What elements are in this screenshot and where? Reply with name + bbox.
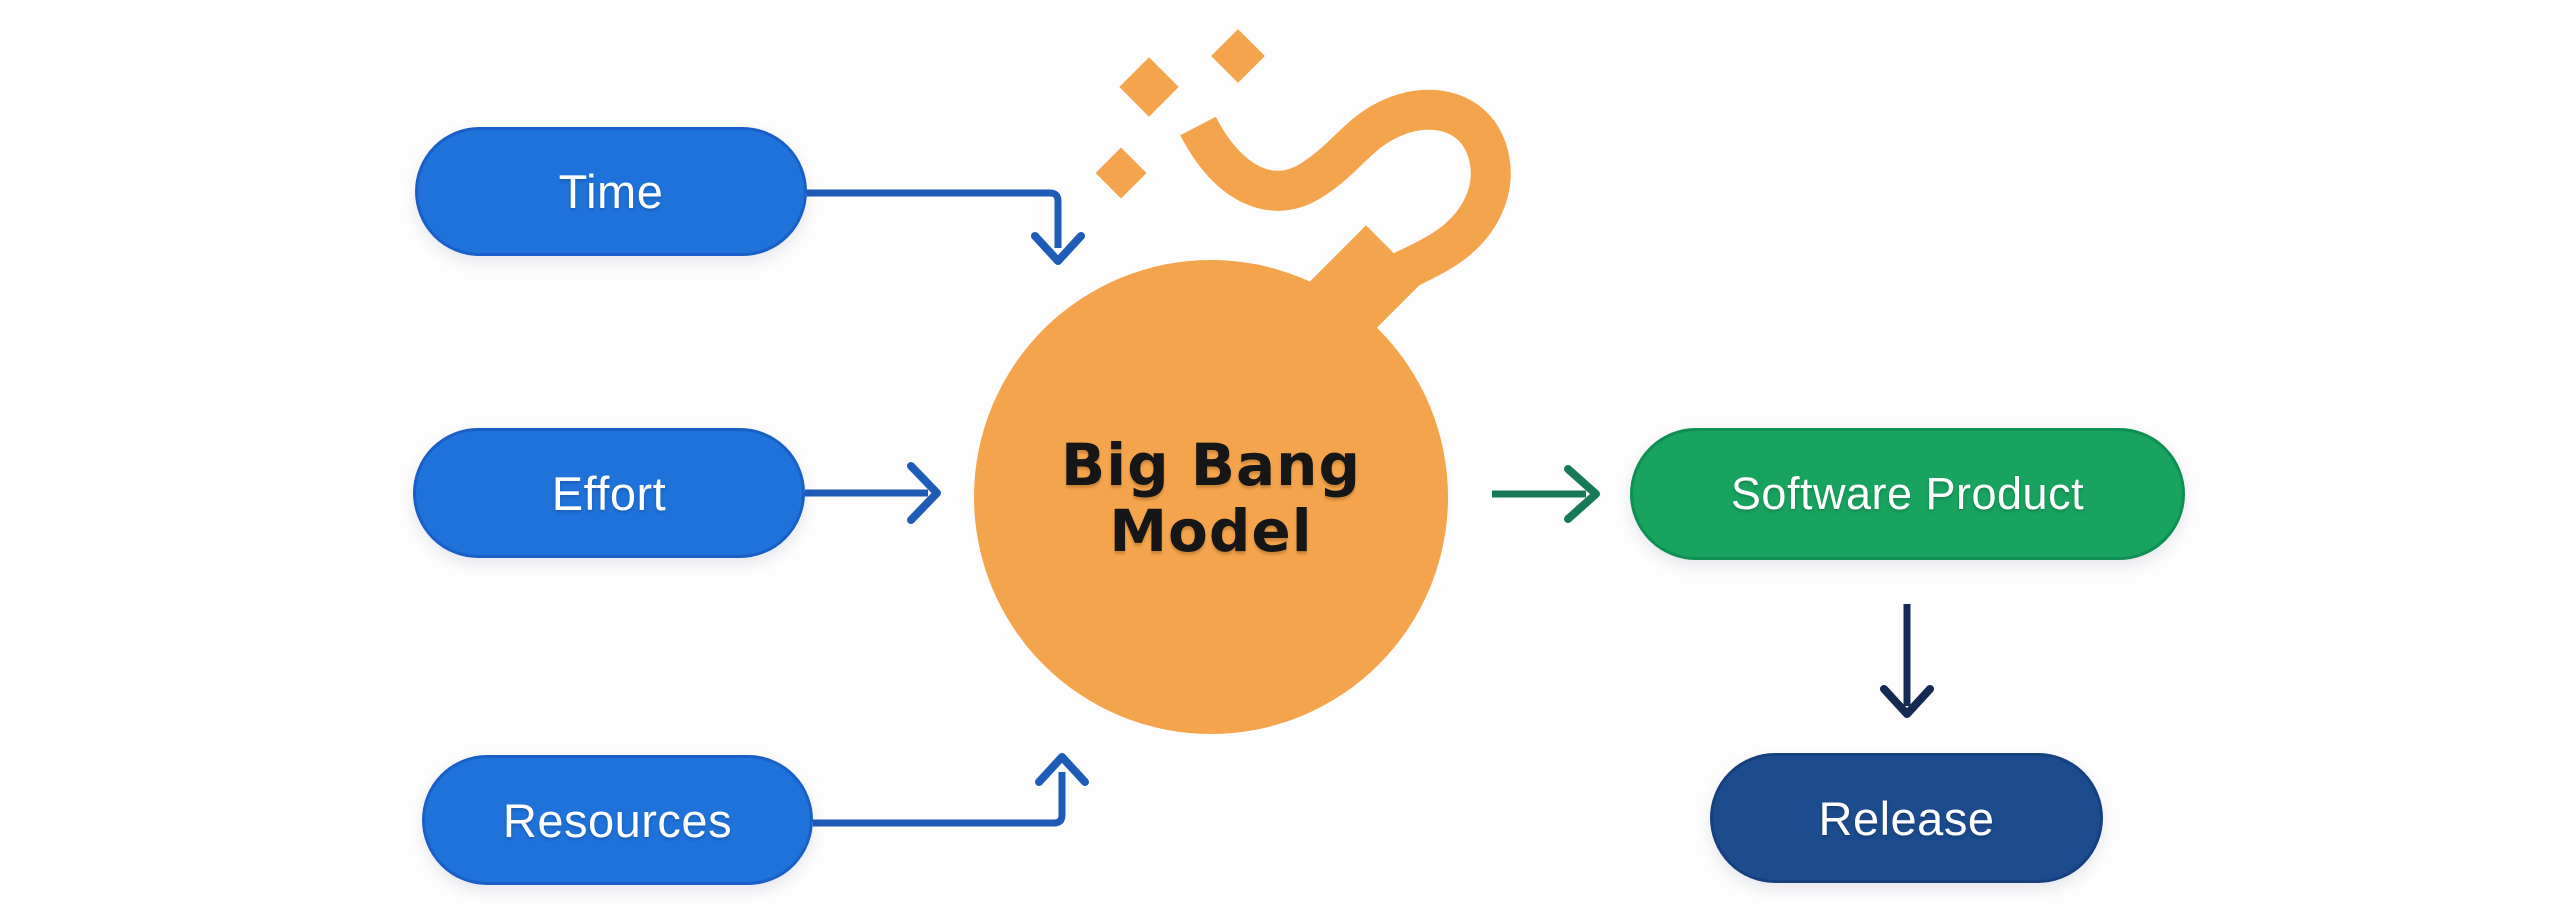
node-big-bang-model: Big Bang Model xyxy=(961,432,1461,564)
spark-diamond-icon xyxy=(1095,147,1147,199)
node-effort: Effort xyxy=(413,428,805,558)
node-software-product-label: Software Product xyxy=(1730,468,2085,519)
arrowhead-down-icon xyxy=(1031,232,1085,265)
arrowhead-right-icon xyxy=(1564,465,1600,523)
node-big-bang-model-label-line2: Model xyxy=(1109,497,1313,565)
arrowhead-down-icon xyxy=(1880,685,1934,718)
spark-diamond-icon xyxy=(1211,29,1265,83)
node-time: Time xyxy=(415,127,807,256)
node-big-bang-model-label-line1: Big Bang xyxy=(1061,431,1361,499)
arrow-software-product-to-release xyxy=(1880,604,1934,718)
bomb-body xyxy=(974,260,1448,734)
arrow-resources-to-bomb xyxy=(813,753,1089,827)
arrowhead-right-icon xyxy=(907,462,941,524)
node-release: Release xyxy=(1710,753,2103,883)
bomb-fuse xyxy=(1180,89,1511,296)
node-software-product: Software Product xyxy=(1630,428,2185,560)
arrowhead-up-icon xyxy=(1035,753,1089,786)
node-time-label: Time xyxy=(558,165,664,218)
node-resources: Resources xyxy=(422,755,813,885)
bomb-icon xyxy=(974,29,1511,734)
node-resources-label: Resources xyxy=(502,793,733,847)
arrow-bomb-to-software-product xyxy=(1492,465,1600,523)
arrow-time-to-bomb xyxy=(807,189,1085,265)
arrow-effort-to-bomb xyxy=(805,462,941,524)
spark-diamond-icon xyxy=(1119,57,1179,117)
node-release-label: Release xyxy=(1818,791,1995,845)
node-effort-label: Effort xyxy=(551,466,667,520)
